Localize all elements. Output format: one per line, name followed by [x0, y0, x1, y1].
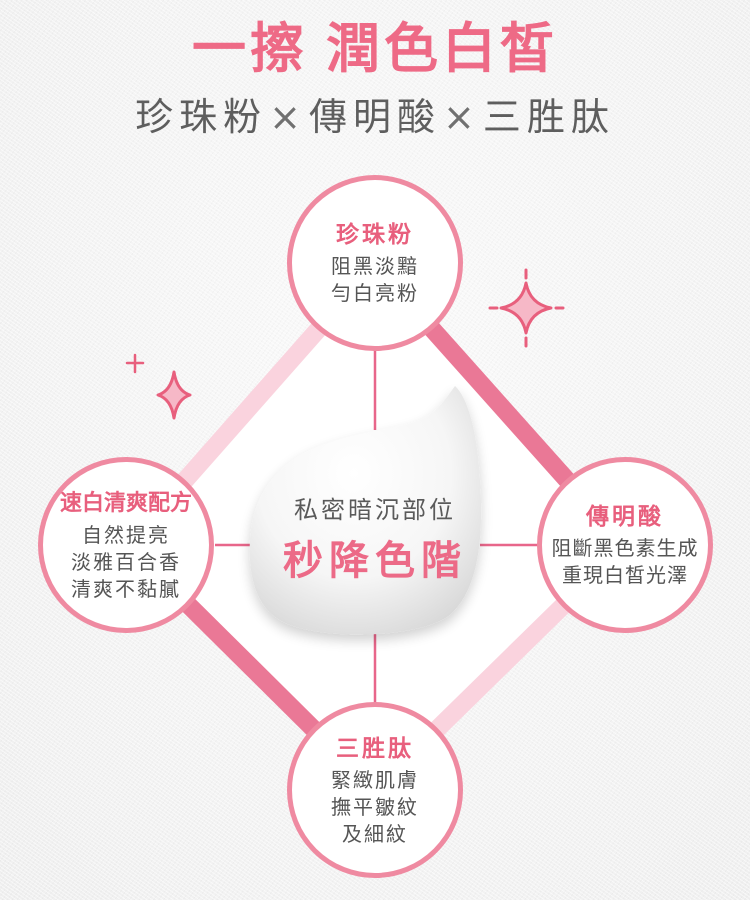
headline-part2: 潤色白皙 — [326, 17, 558, 80]
ingredient-tripeptide: 三胜肽 — [482, 95, 615, 139]
feature-line: 自然提亮 — [82, 522, 170, 547]
feature-circle-tripeptide: 三胜肽 緊緻肌膚 撫平皺紋 及細紋 — [287, 702, 463, 878]
feature-line: 勻白亮粉 — [331, 281, 419, 305]
times-separator: × — [443, 95, 481, 139]
headline-part1: 一擦 — [192, 17, 308, 80]
center-title: 秒降色階 — [283, 538, 467, 584]
plus-sparkle-icon — [125, 353, 145, 374]
feature-title: 三胜肽 — [336, 735, 414, 762]
headline: 一擦潤色白皙 — [0, 14, 750, 84]
feature-line: 緊緻肌膚 — [331, 767, 419, 792]
feature-title: 速白清爽配方 — [59, 490, 192, 516]
feature-line: 阻斷黑色素生成 — [551, 536, 699, 560]
feature-line: 及細紋 — [342, 821, 408, 846]
sparkle-icon — [156, 370, 192, 420]
ingredient-subheadline: 珍珠粉×傳明酸×三胜肽 — [0, 92, 750, 142]
feature-line: 重現白皙光澤 — [562, 563, 688, 587]
feature-title: 珍珠粉 — [336, 222, 414, 248]
feature-title: 傳明酸 — [586, 504, 664, 530]
feature-line: 清爽不黏膩 — [71, 576, 181, 601]
feature-circle-pearl-powder: 珍珠粉 阻黑淡黯 勻白亮粉 — [287, 175, 463, 351]
feature-line: 阻黑淡黯 — [331, 254, 419, 278]
ingredient-tranexamic-acid: 傳明酸 — [308, 95, 441, 139]
times-separator: × — [269, 95, 307, 139]
feature-line: 撫平皺紋 — [331, 794, 419, 819]
feature-circle-tranexamic-acid: 傳明酸 阻斷黑色素生成 重現白皙光澤 — [537, 457, 713, 633]
feature-circle-quick-white-formula: 速白清爽配方 自然提亮 淡雅百合香 清爽不黏膩 — [38, 457, 214, 633]
sparkle-icon — [488, 268, 565, 348]
foam-blob-image — [249, 386, 482, 635]
center-subtitle: 私密暗沉部位 — [294, 496, 456, 524]
feature-line: 淡雅百合香 — [71, 549, 181, 574]
ingredient-pearl-powder: 珍珠粉 — [135, 95, 268, 139]
